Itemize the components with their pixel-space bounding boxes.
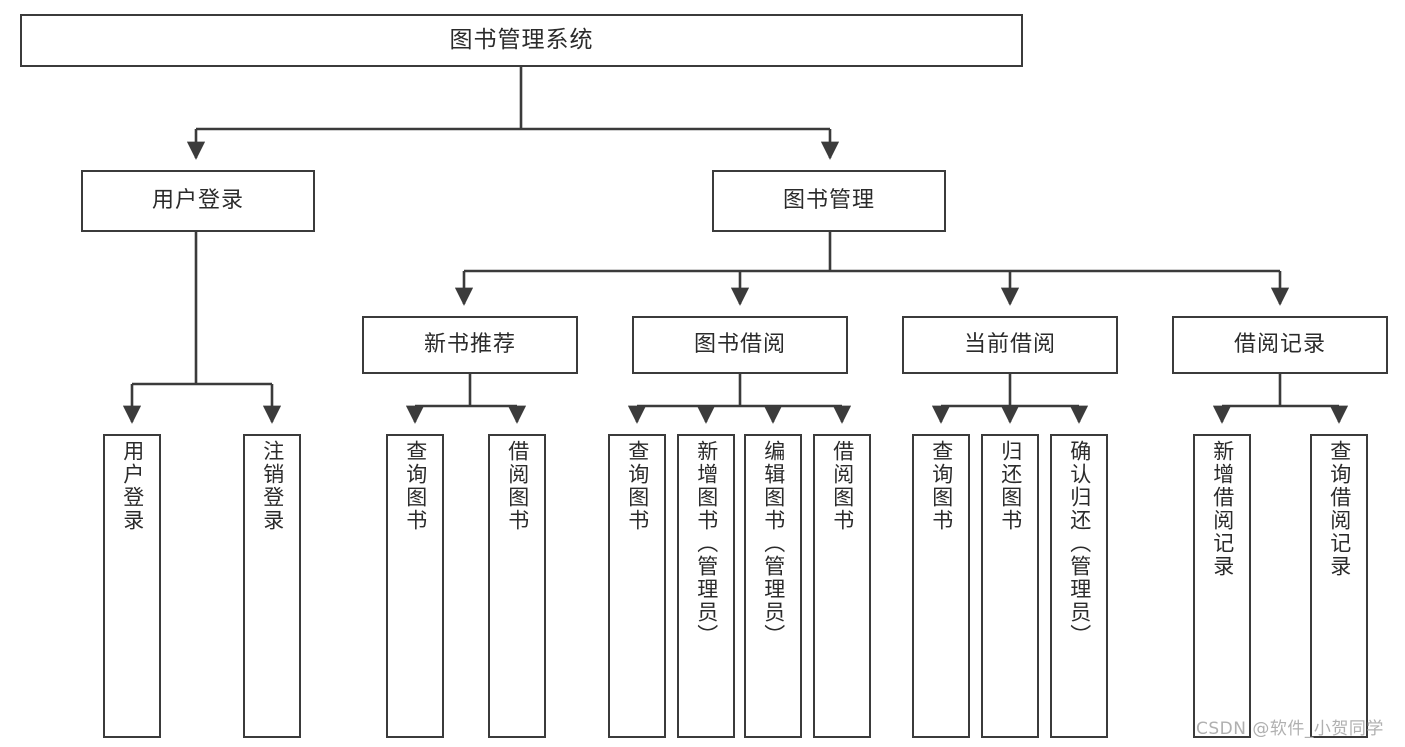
node-current-borrow[interactable]: 当前借阅 xyxy=(902,316,1118,374)
leaf-edit-book-admin[interactable]: 编辑图书（管理员） xyxy=(744,434,802,738)
node-label: 新增借阅记录 xyxy=(1210,440,1235,578)
node-new-book-recommend[interactable]: 新书推荐 xyxy=(362,316,578,374)
leaf-query-book-current[interactable]: 查询图书 xyxy=(912,434,970,738)
node-label: 归还图书 xyxy=(998,440,1023,532)
node-label: 新书推荐 xyxy=(423,332,516,357)
node-label: 借阅图书 xyxy=(830,440,855,532)
node-label: 用户登录 xyxy=(151,188,244,213)
node-book-borrow[interactable]: 图书借阅 xyxy=(632,316,848,374)
node-borrow-record[interactable]: 借阅记录 xyxy=(1172,316,1388,374)
csdn-watermark: CSDN @软件_小贺同学 xyxy=(1196,719,1384,739)
leaf-query-book-borrow[interactable]: 查询图书 xyxy=(608,434,666,738)
node-label: 借阅记录 xyxy=(1233,332,1326,357)
leaf-confirm-return-admin[interactable]: 确认归还（管理员） xyxy=(1050,434,1108,738)
leaf-query-borrow-record[interactable]: 查询借阅记录 xyxy=(1310,434,1368,738)
node-label: 查询图书 xyxy=(403,440,428,532)
node-book-management[interactable]: 图书管理 xyxy=(712,170,946,232)
node-label: 新增图书（管理员） xyxy=(694,440,719,647)
leaf-user-login[interactable]: 用户登录 xyxy=(103,434,161,738)
leaf-borrow-book-recommend[interactable]: 借阅图书 xyxy=(488,434,546,738)
node-label: 用户登录 xyxy=(120,440,145,532)
leaf-logout-login[interactable]: 注销登录 xyxy=(243,434,301,738)
node-label: 图书借阅 xyxy=(693,332,786,357)
node-label: 图书管理 xyxy=(782,188,875,213)
node-label: 编辑图书（管理员） xyxy=(761,440,786,647)
leaf-add-book-admin[interactable]: 新增图书（管理员） xyxy=(677,434,735,738)
leaf-add-borrow-record[interactable]: 新增借阅记录 xyxy=(1193,434,1251,738)
node-label: 借阅图书 xyxy=(505,440,530,532)
leaf-query-book-recommend[interactable]: 查询图书 xyxy=(386,434,444,738)
node-label: 注销登录 xyxy=(260,440,285,532)
node-label: 当前借阅 xyxy=(963,332,1056,357)
node-label: 查询图书 xyxy=(929,440,954,532)
node-label: 图书管理系统 xyxy=(449,27,594,53)
node-label: 确认归还（管理员） xyxy=(1067,440,1092,647)
leaf-return-book[interactable]: 归还图书 xyxy=(981,434,1039,738)
node-book-management-system[interactable]: 图书管理系统 xyxy=(20,14,1023,67)
node-label: 查询借阅记录 xyxy=(1327,440,1352,578)
leaf-borrow-book[interactable]: 借阅图书 xyxy=(813,434,871,738)
node-label: 查询图书 xyxy=(625,440,650,532)
node-user-login[interactable]: 用户登录 xyxy=(81,170,315,232)
